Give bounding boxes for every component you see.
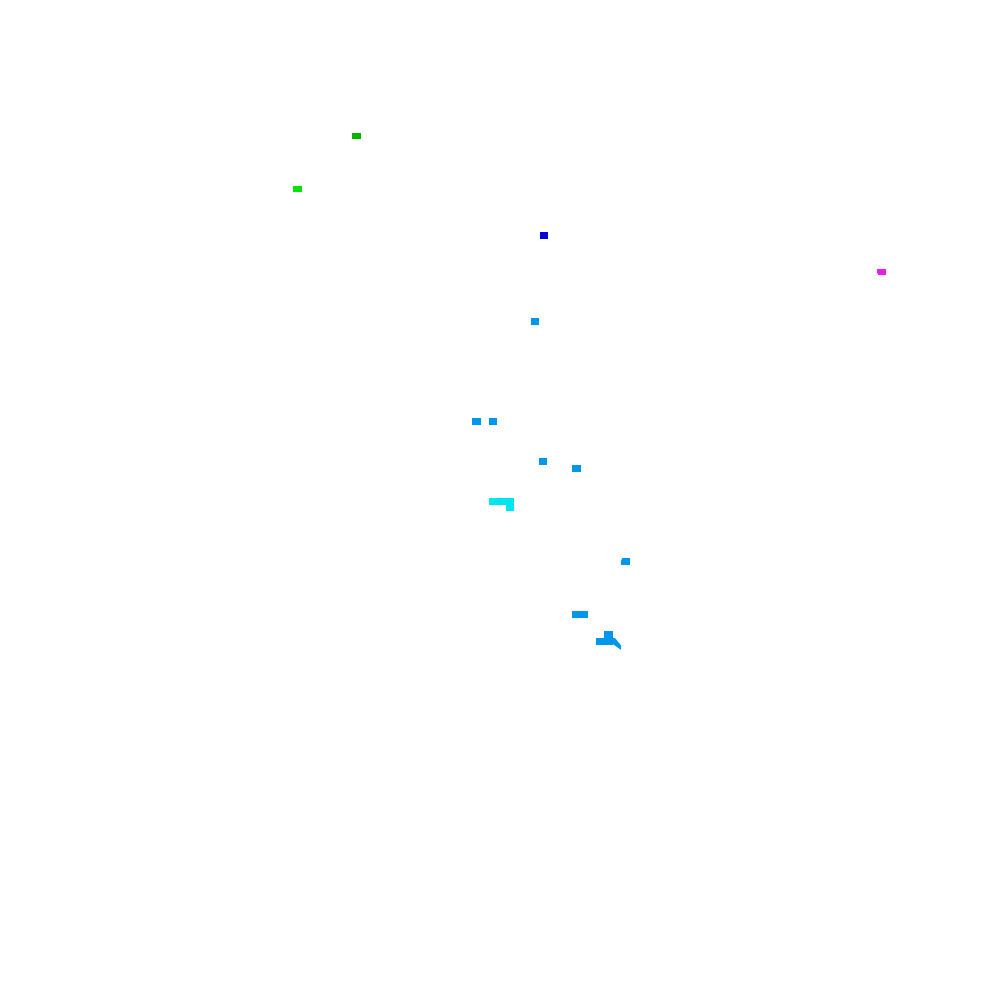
color-blob bbox=[506, 498, 514, 511]
color-blob bbox=[539, 458, 547, 465]
color-blob bbox=[293, 186, 302, 192]
color-blob bbox=[489, 498, 514, 505]
color-blob bbox=[572, 611, 588, 618]
color-blob bbox=[604, 631, 613, 640]
color-blob bbox=[352, 133, 361, 139]
color-blob bbox=[611, 638, 621, 650]
color-blob bbox=[572, 465, 581, 472]
color-blob bbox=[877, 269, 886, 275]
color-blob bbox=[472, 418, 481, 425]
color-blob bbox=[540, 232, 548, 239]
color-blob bbox=[596, 638, 613, 645]
color-blob bbox=[489, 418, 497, 425]
color-blob bbox=[531, 318, 539, 325]
color-blob bbox=[621, 558, 630, 565]
